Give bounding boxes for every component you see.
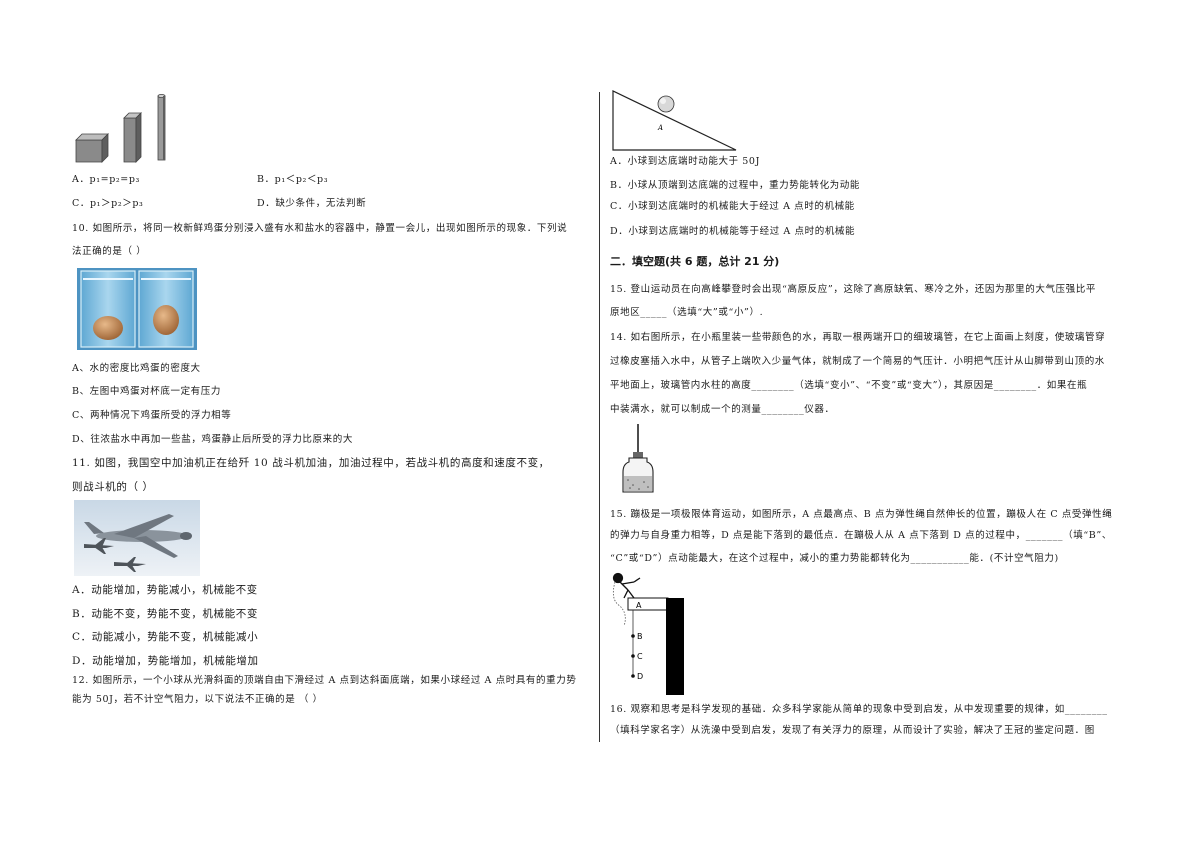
q16-line2: （填科学家名字）从洗澡中受到启发，发现了有关浮力的原理，从而设计了实验，解决了王… xyxy=(610,725,1095,736)
fighter-jet-1 xyxy=(84,538,114,554)
q9-option-a: A．p₁=p₂=p₃ xyxy=(72,174,140,185)
tanker-plane xyxy=(84,514,192,558)
q12-option-c: C．小球到达底端时的机械能大于经过 A 点时的机械能 xyxy=(610,201,855,212)
point-b xyxy=(631,634,635,638)
point-d xyxy=(631,674,635,678)
barometer-bottle-figure xyxy=(622,424,654,493)
q15a-line2: 原地区_____（选填“大”或“小”）. xyxy=(610,307,764,318)
fighter-jet-2 xyxy=(114,557,146,572)
platform xyxy=(627,597,669,611)
point-c xyxy=(631,654,635,658)
incline-slope-figure: A xyxy=(612,90,737,151)
section-2-title: 二．填空题(共 6 题，总计 21 分) xyxy=(610,255,780,268)
q11-option-d: D．动能增加，势能增加，机械能增加 xyxy=(72,655,259,667)
column-divider xyxy=(599,92,600,742)
left-beaker xyxy=(80,270,136,348)
q11-option-a: A．动能增加，势能减小，机械能不变 xyxy=(72,584,258,596)
label-a: A xyxy=(636,601,642,610)
slope-point-label: A xyxy=(657,124,663,132)
q12-option-d: D．小球到达底端时的机械能等于经过 A 点时的机械能 xyxy=(610,226,856,237)
q10-option-c: C、两种情况下鸡蛋所受的浮力相等 xyxy=(72,410,232,421)
colored-water xyxy=(624,476,652,491)
label-b: B xyxy=(637,632,643,641)
bungee-jump-figure: A B C D xyxy=(612,572,684,695)
right-beaker xyxy=(138,270,194,348)
q9-option-b: B．p₁＜p₂＜p₃ xyxy=(257,174,329,185)
cube-block xyxy=(75,133,109,163)
label-d: D xyxy=(637,672,643,681)
q12-stem-line1: 12. 如图所示，一个小球从光滑斜面的顶端自由下滑经过 A 点到达斜面底端，如果… xyxy=(72,675,577,686)
q14-line1: 14. 如右图所示，在小瓶里装一些带颜色的水，再取一根两端开口的细玻璃管，在它上… xyxy=(610,332,1106,343)
q15b-line2: 的弹力与自身重力相等，D 点是能下落到的最低点．在蹦极人从 A 点下落到 D 点… xyxy=(610,530,1112,541)
q14-line3: 平地面上，玻璃管内水柱的高度________（选填“变小”、“不变”或“变大”）… xyxy=(610,380,1088,391)
q15a-line1: 15. 登山运动员在向高峰攀登时会出现“高原反应”，这除了高原缺氧、寒冷之外，还… xyxy=(610,284,1096,295)
medium-block xyxy=(123,112,142,163)
q11-option-b: B．动能不变，势能不变，机械能不变 xyxy=(72,608,258,620)
q10-option-d: D、往浓盐水中再加一些盐，鸡蛋静止后所受的浮力比原来的大 xyxy=(72,434,353,445)
jumper-figure xyxy=(612,572,641,599)
label-c: C xyxy=(637,652,643,661)
q11-option-c: C．动能减小，势能不变，机械能减小 xyxy=(72,631,259,643)
sunken-egg xyxy=(93,316,123,340)
q11-stem-line1: 11. 如图，我国空中加油机正在给歼 10 战斗机加油，加油过程中，若战斗机的高… xyxy=(72,457,550,469)
q12-stem-line2: 能为 50J，若不计空气阻力，以下说法不正确的是 （ ） xyxy=(72,694,323,705)
q10-stem-line2: 法正确的是（ ） xyxy=(72,246,147,257)
q14-line4: 中装满水，就可以制成一个的测量________仪器． xyxy=(610,404,835,415)
q16-line1: 16. 观察和思考是科学发现的基础．众多科学家能从简单的现象中受到启发，从中发现… xyxy=(610,704,1108,715)
ball xyxy=(657,95,675,113)
q9-option-d: D．缺少条件，无法判断 xyxy=(257,198,367,209)
q12-option-b: B．小球从顶端到达底端的过程中，重力势能转化为动能 xyxy=(610,180,860,191)
q12-option-a: A．小球到达底端时动能大于 50J xyxy=(610,156,760,167)
q15b-line1: 15. 蹦极是一项极限体育运动，如图所示，A 点最高点、B 点为弹性绳自然伸长的… xyxy=(610,509,1113,520)
cliff-wall xyxy=(666,598,684,695)
q11-stem-line2: 则战斗机的（ ） xyxy=(72,481,154,493)
q14-line2: 过橡皮塞插入水中，从管子上端吹入少量气体，就制成了一个简易的气压计．小明把气压计… xyxy=(610,356,1105,367)
rubber-stopper xyxy=(633,452,643,458)
q10-option-a: A、水的密度比鸡蛋的密度大 xyxy=(72,363,201,374)
q15b-line3: “C”或“D”）点动能最大，在这个过程中，减小的重力势能都转化为________… xyxy=(610,553,1059,564)
q10-option-b: B、左图中鸡蛋对杯底一定有压力 xyxy=(72,386,221,397)
blocks-figure xyxy=(75,94,166,163)
q10-stem-line1: 10. 如图所示，将同一枚新鲜鸡蛋分别浸入盛有水和盐水的容器中，静置一会儿，出现… xyxy=(72,223,568,234)
eggs-in-water-figure xyxy=(77,268,197,350)
q9-option-c: C．p₁＞p₂＞p₃ xyxy=(72,198,144,209)
refueling-aircraft-figure xyxy=(74,500,200,576)
tall-block xyxy=(157,94,166,161)
suspended-egg xyxy=(153,305,179,335)
bungee-cord xyxy=(612,581,626,627)
